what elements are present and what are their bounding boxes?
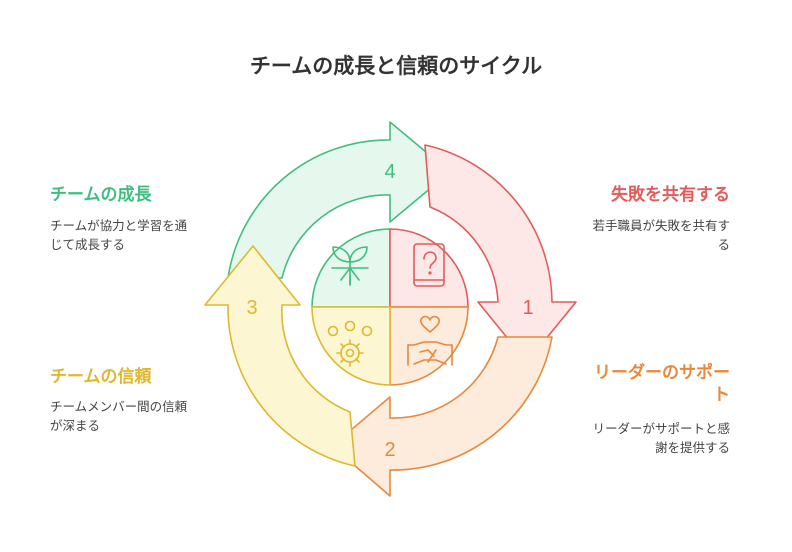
quadrant-trust — [311, 306, 391, 386]
arrow-segment-2 — [331, 336, 553, 497]
step-label-trust: チームの信頼 — [50, 367, 152, 387]
step-desc-growth: チームが協力と学習を通じて成長する — [50, 218, 188, 252]
arrow-segment-4 — [227, 121, 451, 279]
arrow-segment-1 — [424, 144, 577, 363]
arrow-segment-3 — [204, 245, 356, 467]
step-number-4: 4 — [384, 161, 395, 183]
step-number-3: 3 — [246, 297, 257, 319]
sprout-icon — [331, 246, 369, 286]
page-title: チームの成長と信頼のサイクル — [249, 54, 543, 78]
question-book-icon — [413, 243, 445, 287]
step-desc-support: リーダーがサポートと感謝を提供する — [592, 421, 730, 455]
step-label-support: リーダーのサポート — [594, 363, 730, 405]
step-number-1: 1 — [522, 297, 533, 319]
step-desc-share: 若手職員が失敗を共有する — [592, 218, 730, 252]
step-label-growth: チームの成長 — [50, 185, 152, 205]
step-label-share: 失敗を共有する — [611, 185, 730, 205]
step-desc-trust: チームメンバー間の信頼が深まる — [50, 399, 188, 433]
handshake-heart-icon — [407, 315, 453, 366]
quadrant-support — [389, 306, 469, 386]
team-gear-icon — [327, 320, 373, 367]
step-number-2: 2 — [384, 439, 395, 461]
quadrant-share — [389, 228, 469, 308]
